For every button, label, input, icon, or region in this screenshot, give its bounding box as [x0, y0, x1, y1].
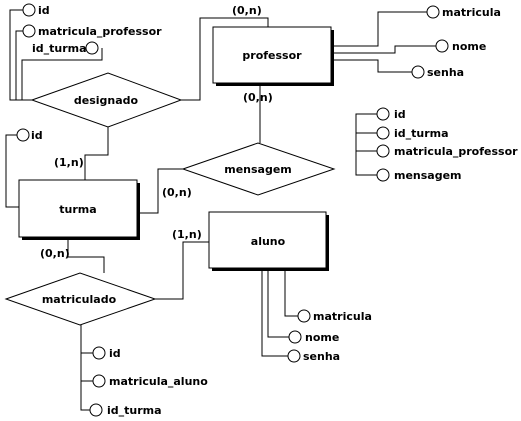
attribute-label: mensagem	[394, 169, 462, 182]
entity-aluno: aluno	[208, 211, 329, 271]
attribute-label: nome	[305, 331, 339, 344]
attribute-aluno-nome: nome	[288, 330, 339, 344]
connector-turma-matriculado	[67, 240, 105, 273]
attribute-label: id	[38, 4, 50, 17]
relationship-mensagem: mensagem	[181, 142, 336, 196]
connectors	[5, 9, 436, 411]
attribute-label: id_turma	[32, 42, 87, 55]
attribute-matriculado-matricula-aluno: matricula_aluno	[92, 374, 208, 388]
connector-aluno-matriculado	[155, 241, 209, 300]
attribute-mensagem-mensagem: mensagem	[376, 168, 462, 182]
connector-professor-designado	[181, 17, 269, 101]
attribute-label: senha	[303, 350, 340, 363]
attribute-label: id_turma	[394, 127, 449, 140]
attribute-label: senha	[427, 66, 464, 79]
attribute-label: id	[109, 347, 121, 360]
entity-turma-label: turma	[59, 203, 96, 216]
cardinality-turma-matriculado: (0,n)	[40, 247, 70, 260]
connector-mensagem-mensagem	[355, 169, 377, 176]
connector-professor-nome	[334, 45, 436, 54]
attribute-label: id_turma	[107, 404, 162, 417]
relationship-matriculado-label: matriculado	[42, 293, 117, 306]
attribute-turma-id: id	[16, 128, 43, 142]
attribute-label: matricula_professor	[38, 25, 162, 38]
connector-aluno-matricula	[284, 268, 308, 317]
attribute-professor-matricula: matricula	[426, 5, 501, 19]
connector-mensagem-id	[355, 113, 377, 169]
entity-professor-label: professor	[242, 49, 302, 62]
connector-professor-matricula	[334, 11, 427, 47]
connector-aluno-senha	[261, 268, 288, 357]
attribute-designado-id: id	[22, 3, 50, 17]
connector-turma-id	[5, 134, 23, 208]
attribute-aluno-senha: senha	[287, 349, 340, 363]
cardinality-turma-mensagem: (0,n)	[162, 186, 192, 199]
connector-aluno-nome	[267, 268, 289, 338]
entity-turma: turma	[18, 179, 140, 240]
attribute-label: matricula_aluno	[109, 375, 208, 388]
attribute-mensagem-id-turma: id_turma	[376, 126, 449, 140]
cardinality-turma-designado: (1,n)	[54, 156, 84, 169]
attribute-label: id	[394, 108, 406, 121]
relationship-designado-label: designado	[74, 94, 139, 107]
connector-designado-id	[9, 9, 32, 101]
connector-designado-turma	[84, 127, 109, 180]
attribute-mensagem-id: id	[376, 107, 406, 121]
cardinality-aluno-matriculado: (1,n)	[172, 228, 202, 241]
connector-mensagem-turma	[140, 168, 183, 214]
connector-matriculado-attrs	[80, 325, 90, 411]
cardinality-professor-mensagem: (0,n)	[243, 91, 273, 104]
attribute-aluno-matricula: matricula	[297, 309, 372, 323]
attribute-label: matricula	[313, 310, 372, 323]
connector-professor-senha	[334, 59, 412, 73]
attribute-label: nome	[452, 40, 486, 53]
attribute-label: matricula	[442, 6, 501, 19]
relationship-designado: designado	[30, 72, 183, 128]
attribute-matriculado-id: id	[92, 346, 121, 360]
attribute-designado-id-turma: id_turma	[32, 41, 99, 55]
relationship-matriculado: matriculado	[4, 272, 157, 326]
attribute-professor-nome: nome	[435, 39, 486, 53]
entity-professor: professor	[212, 26, 334, 86]
attribute-designado-matricula-professor: matricula_professor	[22, 24, 162, 38]
attribute-label: id	[31, 129, 43, 142]
cardinality-professor-designado: (0,n)	[232, 4, 262, 17]
relationship-mensagem-label: mensagem	[224, 163, 292, 176]
attribute-professor-senha: senha	[411, 65, 464, 79]
connector-designado-matricula-professor	[15, 30, 23, 100]
entity-aluno-label: aluno	[251, 235, 286, 248]
attribute-matriculado-id-turma: id_turma	[89, 403, 162, 417]
attribute-mensagem-matricula-professor: matricula_professor	[376, 144, 518, 158]
attribute-label: matricula_professor	[394, 145, 518, 158]
connector-designado-id-turma	[21, 48, 103, 100]
